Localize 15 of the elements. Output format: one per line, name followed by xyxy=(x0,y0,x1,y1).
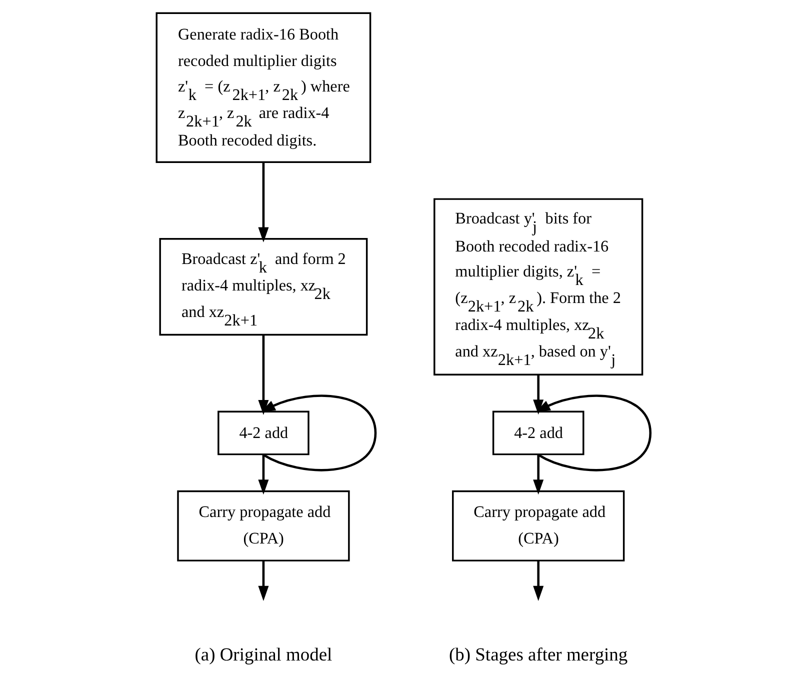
node-box: Carry propagate add (CPA) xyxy=(177,490,350,562)
arrow xyxy=(258,454,269,495)
arrow xyxy=(258,560,269,601)
arrow xyxy=(258,162,269,242)
node-box: 4-2 add xyxy=(492,410,584,456)
node-box: Carry propagate add (CPA) xyxy=(452,490,625,562)
arrow xyxy=(535,394,652,472)
label: (a) Original model xyxy=(194,644,332,664)
label: (b) Stages after merging xyxy=(449,644,628,664)
arrow xyxy=(533,374,544,415)
arrow xyxy=(258,335,269,415)
arrow xyxy=(533,560,544,601)
arrow xyxy=(533,454,544,495)
node-box: 4-2 add xyxy=(218,410,310,456)
arrow xyxy=(260,394,377,472)
